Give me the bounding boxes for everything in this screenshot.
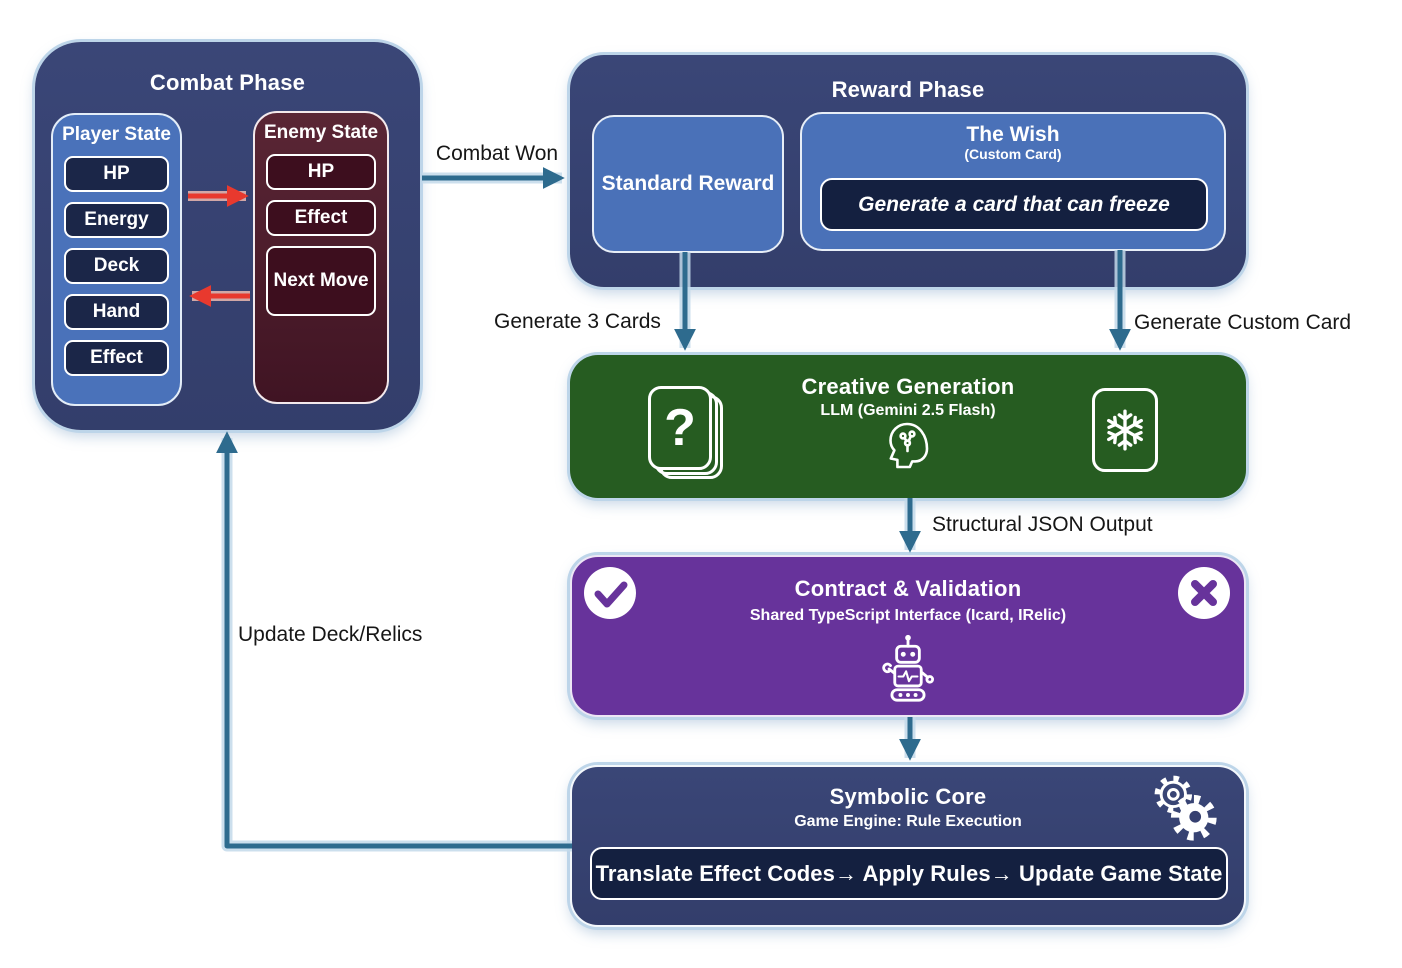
checkmark-icon: [584, 567, 636, 619]
enemy-state-list: HP Effect Next Move: [255, 154, 387, 316]
player-state-title: Player State: [62, 124, 171, 145]
snowflake-card-icon: [1092, 388, 1158, 472]
edge-label-structural-json-output: Structural JSON Output: [932, 513, 1153, 536]
combat-phase-box: Combat Phase Player State HP Energy Deck…: [35, 42, 420, 430]
enemy-hp-chip: HP: [266, 154, 376, 190]
player-hp-chip: HP: [64, 156, 169, 192]
creative-generation-title: Creative Generation: [801, 374, 1015, 399]
contract-validation-box: Contract & Validation Shared TypeScript …: [570, 555, 1246, 717]
x-icon: [1178, 567, 1230, 619]
player-energy-chip: Energy: [64, 202, 169, 238]
the-wish-box: The Wish (Custom Card) Generate a card t…: [800, 112, 1226, 251]
player-hand-chip: Hand: [64, 294, 169, 330]
edge-label-generate-3-cards: Generate 3 Cards: [494, 310, 661, 333]
edge-label-update-deck-relics: Update Deck/Relics: [238, 623, 423, 646]
wish-prompt-box: Generate a card that can freeze: [820, 178, 1208, 231]
player-effect-chip: Effect: [64, 340, 169, 376]
question-card-stack-icon: ?: [648, 386, 724, 480]
reward-phase-box: Reward Phase Standard Reward The Wish (C…: [570, 55, 1246, 287]
the-wish-subtitle: (Custom Card): [964, 146, 1062, 163]
question-mark-glyph: ?: [664, 399, 696, 457]
contract-validation-subtitle: Shared TypeScript Interface (Icard, IRel…: [749, 607, 1067, 624]
enemy-state-title: Enemy State: [263, 122, 379, 143]
contract-validation-title: Contract & Validation: [794, 576, 1022, 601]
standard-reward-box: Standard Reward: [592, 115, 784, 253]
gears-icon: [1148, 771, 1222, 850]
brain-head-icon: [882, 421, 934, 478]
symbolic-core-title: Symbolic Core: [829, 784, 987, 809]
rule-pipeline-box: Translate Effect Codes→ Apply Rules→ Upd…: [590, 847, 1228, 900]
creative-generation-box: Creative Generation LLM (Gemini 2.5 Flas…: [570, 355, 1246, 498]
symbolic-core-box: Symbolic Core Game Engine: Rule Executio…: [570, 765, 1246, 927]
enemy-next-move-chip: Next Move: [266, 246, 376, 316]
edge-label-generate-custom-card: Generate Custom Card: [1134, 311, 1352, 334]
edge-label-combat-won: Combat Won: [435, 142, 559, 165]
creative-generation-subtitle: LLM (Gemini 2.5 Flash): [820, 402, 996, 419]
combat-phase-title: Combat Phase: [149, 70, 306, 95]
enemy-state-panel: Enemy State HP Effect Next Move: [253, 111, 389, 404]
player-deck-chip: Deck: [64, 248, 169, 284]
enemy-effect-chip: Effect: [266, 200, 376, 236]
the-wish-title: The Wish: [966, 123, 1060, 146]
reward-phase-title: Reward Phase: [831, 77, 985, 102]
symbolic-core-subtitle: Game Engine: Rule Execution: [794, 813, 1022, 830]
robot-icon: [877, 633, 939, 708]
player-state-panel: Player State HP Energy Deck Hand Effect: [51, 113, 182, 406]
question-card-icon: ?: [648, 386, 712, 470]
player-state-list: HP Energy Deck Hand Effect: [53, 156, 180, 376]
